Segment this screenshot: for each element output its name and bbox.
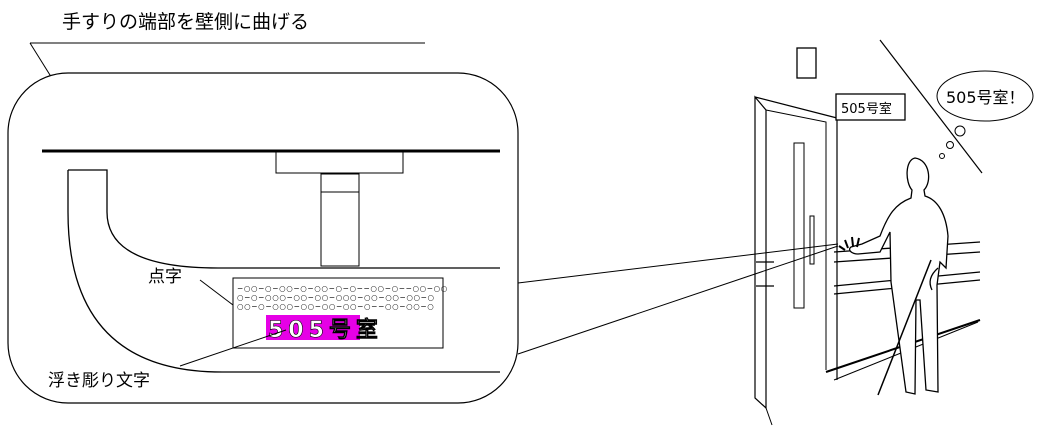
handrail-curved-end [67, 169, 500, 373]
thought-text: 505号室！ [946, 88, 1025, 107]
door-sign-text: 505号室 [841, 101, 892, 117]
raised-letters-highlight [266, 315, 360, 340]
braille-leader-line [199, 279, 234, 306]
braille-row: ○○−○−○○○−○○−○○−○○−○−−○○−○○−○ [237, 302, 434, 311]
braille-dots: −○○−○−○○−○−○○−○−○−−○○−○−−○○−○○ ○−○−○○○−○… [237, 284, 448, 311]
raised-letters-label: 浮き彫り文字 [48, 371, 150, 391]
person-with-cane [848, 157, 949, 395]
door-sign [835, 93, 906, 121]
handrail-end-label: 手すりの端部を壁側に曲げる [62, 11, 309, 33]
hand-touch-marks [838, 236, 860, 251]
zoom-line-upper [517, 243, 839, 284]
detail-bubble [7, 72, 519, 404]
handrail-bracket [275, 151, 404, 267]
raised-letters-leader-line [179, 329, 287, 367]
zoom-line-lower [517, 245, 839, 355]
raised-room-number: 505号室 [268, 317, 383, 343]
thought-bubble [936, 70, 1034, 159]
braille-row: ○−○−○○○−○○−○○−○○○−○○−○○−○○−○ [237, 293, 435, 302]
braille-row: −○○−○−○○−○−○○−○−○−−○○−○−−○○−○○ [237, 284, 448, 293]
braille-label: 点字 [148, 267, 182, 287]
white-cane [877, 259, 932, 396]
